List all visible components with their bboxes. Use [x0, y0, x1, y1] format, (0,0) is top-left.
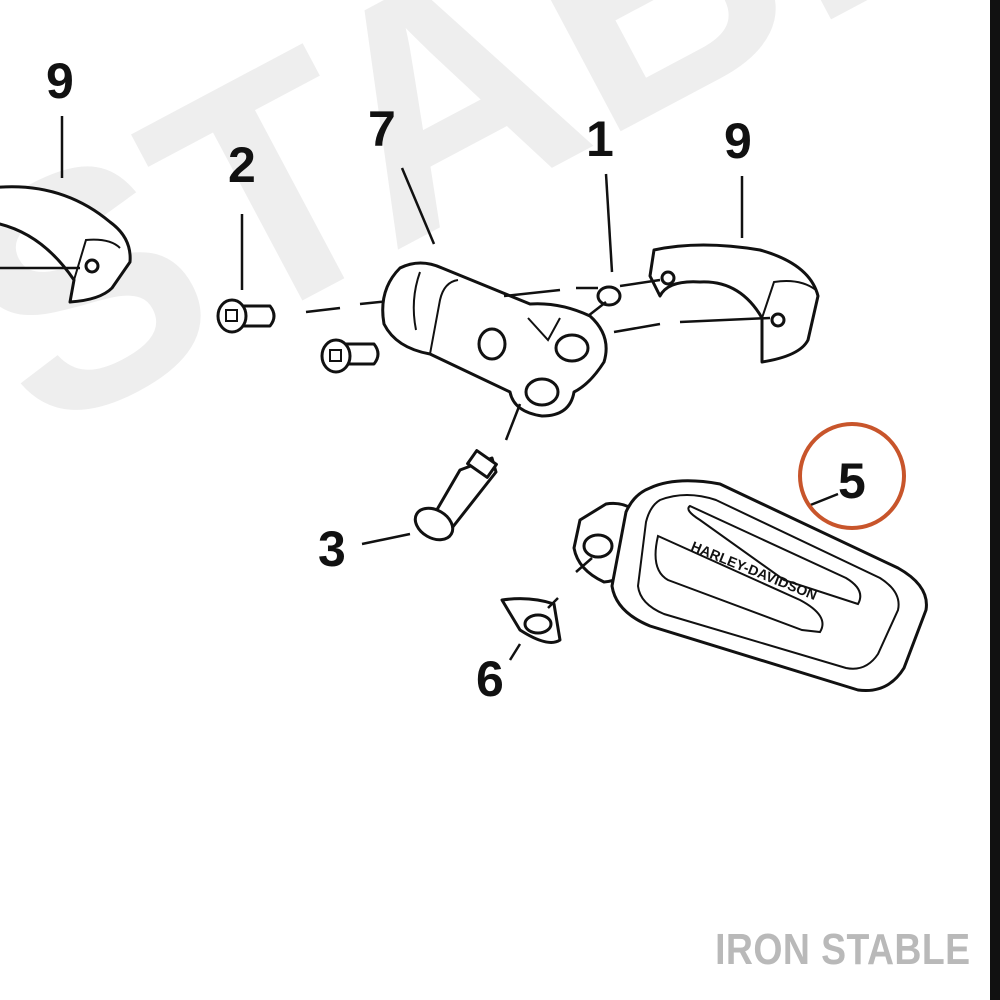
- footpeg-part: HARLEY-DAVIDSON: [572, 479, 928, 693]
- callout-3: 3: [318, 521, 346, 577]
- washer-part: [500, 557, 593, 644]
- retaining-ring-part: [503, 285, 622, 317]
- bracket-arm-part: [381, 261, 608, 441]
- watermark-text: STABLE: [0, 0, 1000, 502]
- callout-6: 6: [476, 651, 504, 707]
- callout-2: 2: [228, 137, 256, 193]
- leader-line-7: [400, 167, 436, 245]
- callout-7: 7: [368, 101, 396, 157]
- leader-line-5: [807, 492, 839, 508]
- leader-line-1: [604, 173, 614, 273]
- clamp-half-left-part: [0, 185, 132, 304]
- callout-9-right: 9: [724, 113, 752, 169]
- callout-1: 1: [586, 111, 614, 167]
- right-frame-border: [990, 0, 1000, 1000]
- callout-5: 5: [838, 453, 866, 509]
- brand-watermark: IRON STABLE: [714, 925, 970, 974]
- clevis-pin-part: [413, 449, 498, 542]
- leader-line-3: [361, 532, 411, 546]
- callout-9-left: 9: [46, 53, 74, 109]
- screw-part-upper: [216, 298, 276, 334]
- highlight-circle-5: [798, 422, 906, 530]
- clamp-half-right-part: [613, 243, 820, 364]
- screw-part-lower: [320, 338, 380, 374]
- leader-line-6: [508, 643, 522, 661]
